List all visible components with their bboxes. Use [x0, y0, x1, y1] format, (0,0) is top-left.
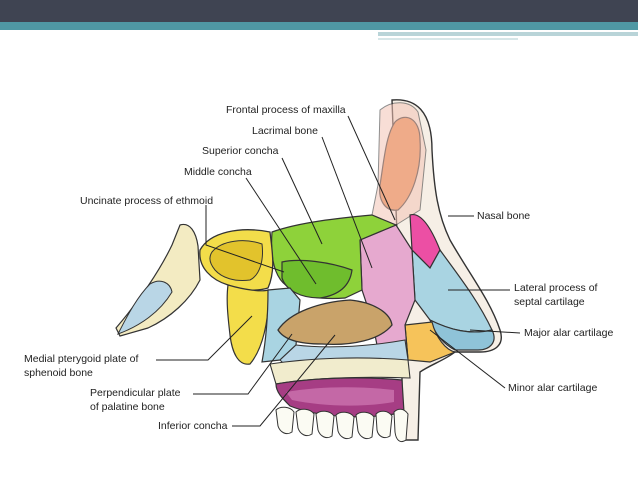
minor-alar-cartilage [404, 321, 458, 363]
oral-mucosa-highlight [286, 387, 394, 406]
label-uncinate-process: Uncinate process of ethmoid [80, 195, 213, 207]
upper-teeth [275, 406, 409, 443]
slide-header-accent-thinner [378, 38, 518, 40]
label-frontal-process-of-maxilla: Frontal process of maxilla [226, 104, 346, 116]
label-superior-concha: Superior concha [202, 145, 279, 157]
slide-header-accent-thin [378, 32, 638, 36]
leader-lines [156, 115, 521, 427]
label-lateral-process-line1: Lateral process of [514, 282, 598, 294]
clivus-bone [116, 280, 173, 335]
label-major-alar-cartilage: Major alar cartilage [524, 327, 613, 339]
label-minor-alar-cartilage: Minor alar cartilage [508, 382, 597, 394]
label-lacrimal-bone: Lacrimal bone [252, 125, 318, 137]
label-nasal-bone: Nasal bone [477, 210, 530, 222]
slide-header-accent [0, 22, 638, 30]
label-medial-pterygoid-line1: Medial pterygoid plate of [24, 353, 138, 365]
label-middle-concha: Middle concha [184, 166, 252, 178]
inferior-concha [277, 299, 393, 346]
label-perpendicular-plate-line1: Perpendicular plate [90, 387, 181, 399]
label-perpendicular-plate-line2: of palatine bone [90, 401, 165, 413]
label-lateral-process-line2: septal cartilage [514, 296, 585, 308]
label-medial-pterygoid-line2: sphenoid bone [24, 367, 93, 379]
medial-pterygoid-plate [226, 284, 269, 365]
frontal-bone [371, 102, 427, 226]
label-inferior-concha: Inferior concha [158, 420, 228, 432]
slide-header-bar [0, 0, 638, 22]
